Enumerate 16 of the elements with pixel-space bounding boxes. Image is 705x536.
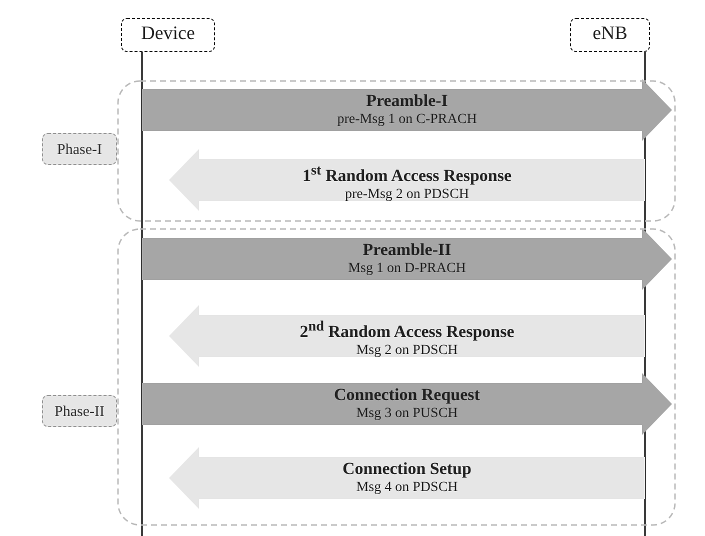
block-arrow xyxy=(169,447,645,509)
block-arrow xyxy=(142,228,672,290)
arrow-label: Connection Setup Msg 4 on PDSCH xyxy=(342,460,472,496)
block-arrow xyxy=(169,305,645,367)
arrow-label: Preamble-II Msg 1 on D-PRACH xyxy=(347,241,467,277)
participant-box: Device xyxy=(121,18,215,52)
block-arrow xyxy=(142,373,672,435)
phase-tag: Phase-II xyxy=(42,395,117,427)
block-arrow xyxy=(142,79,672,141)
arrow-label: 1$^{st}$ Random Access Response pre-Msg 2 on PDSCH xyxy=(301,162,513,203)
arrow-label: Preamble-I pre-Msg 1 on C-PRACH xyxy=(336,92,478,128)
block-arrow xyxy=(169,149,645,211)
participant-box: eNB xyxy=(570,18,650,52)
phase-tag: Phase-I xyxy=(42,133,117,165)
arrow-label: 2$^{nd}$ Random Access Response Msg 2 on PDSCH xyxy=(298,318,516,359)
arrow-label: Connection Request Msg 3 on PUSCH xyxy=(333,386,481,422)
